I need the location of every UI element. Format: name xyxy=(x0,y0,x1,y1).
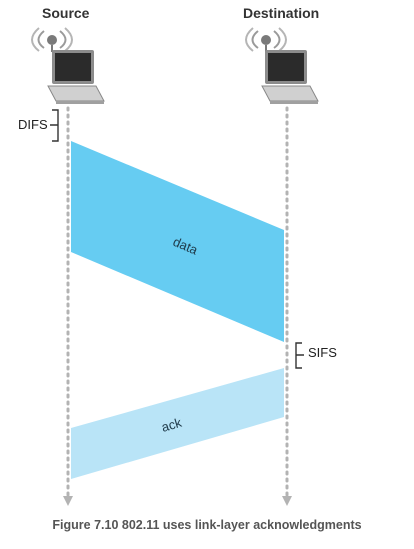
destination-label: Destination xyxy=(243,5,320,21)
difs-label: DIFS xyxy=(18,117,48,132)
destination-laptop-icon xyxy=(245,27,319,104)
destination-timeline-arrowhead xyxy=(282,496,292,506)
sifs-bracket xyxy=(295,342,304,369)
source-label: Source xyxy=(42,5,90,21)
sifs-label: SIFS xyxy=(308,345,337,360)
data-frame xyxy=(71,141,284,342)
difs-bracket xyxy=(50,109,59,142)
source-timeline xyxy=(63,106,73,506)
ack-frame xyxy=(71,368,284,479)
destination-timeline xyxy=(282,106,292,506)
source-laptop-icon xyxy=(31,27,105,104)
source-timeline-arrowhead xyxy=(63,496,73,506)
figure-caption: Figure 7.10 802.11 uses link-layer ackno… xyxy=(52,518,362,532)
ack-frame-label: ack xyxy=(160,415,184,435)
